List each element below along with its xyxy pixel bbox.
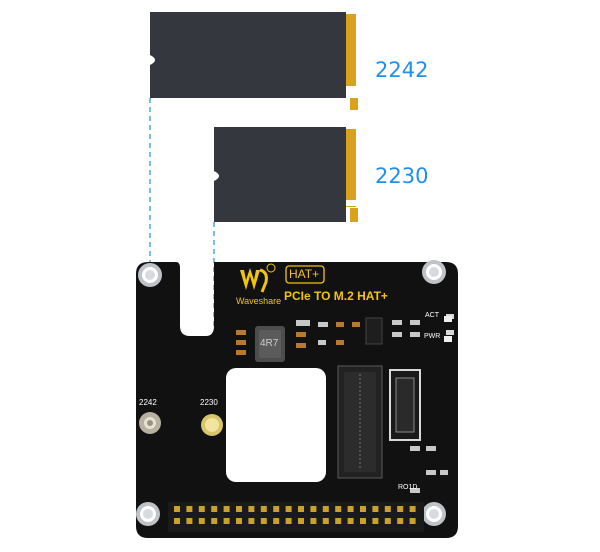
pcie-ffc-connector — [389, 369, 421, 441]
gpio-pin — [347, 506, 354, 512]
inductor — [255, 326, 285, 362]
ssd-2242-size-label: 2242 — [375, 58, 429, 82]
gpio-pin — [273, 506, 280, 512]
ssd-2242 — [150, 12, 358, 110]
gpio-pin — [409, 518, 416, 524]
ssd-2230 — [214, 127, 358, 222]
product-badge: HAT+ — [289, 267, 320, 281]
mount-2242-label: 2242 — [139, 398, 157, 407]
gpio-pin — [236, 518, 242, 524]
gpio-pin — [298, 506, 304, 512]
registered-mark-icon — [266, 263, 276, 273]
mount-2230-label: 2230 — [200, 398, 218, 407]
gpio-pin — [384, 506, 391, 512]
gpio-pin — [285, 518, 292, 524]
led-act — [444, 316, 452, 322]
standoff-2230 — [201, 414, 223, 436]
ssd-2230-gold-edge — [346, 129, 356, 207]
gpio-pin — [322, 506, 329, 512]
gpio-pin — [198, 506, 205, 512]
gpio-pin — [223, 506, 230, 512]
inductor-code: 4R7 — [260, 338, 279, 349]
led-pwr — [444, 336, 452, 342]
ssd-2230-body — [214, 127, 346, 222]
gpio-pin — [211, 506, 218, 512]
gpio-pin — [360, 518, 366, 524]
gpio-pin — [174, 506, 180, 512]
gpio-pin — [174, 518, 180, 524]
gpio-pin — [186, 518, 193, 524]
gpio-pin — [310, 506, 317, 512]
gpio-pin — [186, 506, 193, 512]
gpio-pin — [360, 506, 366, 512]
gpio-pin — [248, 518, 255, 524]
gpio-pin — [397, 518, 404, 524]
gpio-pin — [260, 518, 267, 524]
board-window-cutout — [226, 368, 326, 482]
standoff-2242 — [139, 412, 161, 434]
gpio-pin — [409, 506, 416, 512]
gpio-pin — [397, 506, 404, 512]
gpio-pin — [236, 506, 242, 512]
gpio-pin — [335, 506, 342, 512]
gpio-pin — [285, 506, 292, 512]
smd-components — [236, 314, 454, 493]
hat-board — [136, 260, 458, 538]
waveshare-logo-icon — [240, 268, 268, 293]
gpio-pin — [372, 506, 379, 512]
gpio-pin — [372, 518, 379, 524]
gpio-pin — [347, 518, 354, 524]
product-title: PCIe TO M.2 HAT+ — [284, 289, 388, 303]
gpio-pin — [223, 518, 230, 524]
gpio-pin — [273, 518, 280, 524]
mounting-hole-bottom-right — [422, 502, 446, 526]
ssd-2230-size-label: 2230 — [375, 164, 429, 188]
gpio-pin — [248, 506, 255, 512]
gpio-pin — [260, 506, 267, 512]
gpio-pin — [384, 518, 391, 524]
gpio-pin — [298, 518, 304, 524]
led-pwr-label: PWR — [424, 333, 441, 340]
m2-slot-connector — [337, 365, 383, 479]
gpio-pin — [335, 518, 342, 524]
gpio-pin — [310, 518, 317, 524]
mounting-hole-bottom-left — [136, 502, 160, 526]
gpio-pin — [198, 518, 205, 524]
gpio-header — [168, 502, 424, 532]
ssd-2242-gold-edge — [346, 14, 356, 92]
mounting-hole-top-right — [422, 260, 446, 284]
gpio-pin — [322, 518, 329, 524]
hat-badge-frame — [285, 265, 325, 284]
mounting-hole-top-left — [138, 263, 162, 287]
ssd-2242-body — [150, 12, 346, 98]
gpio-pin — [211, 518, 218, 524]
brand-name: Waveshare — [236, 296, 282, 306]
ref-designator: RO1D — [398, 484, 418, 491]
led-act-label: ACT — [425, 312, 439, 319]
